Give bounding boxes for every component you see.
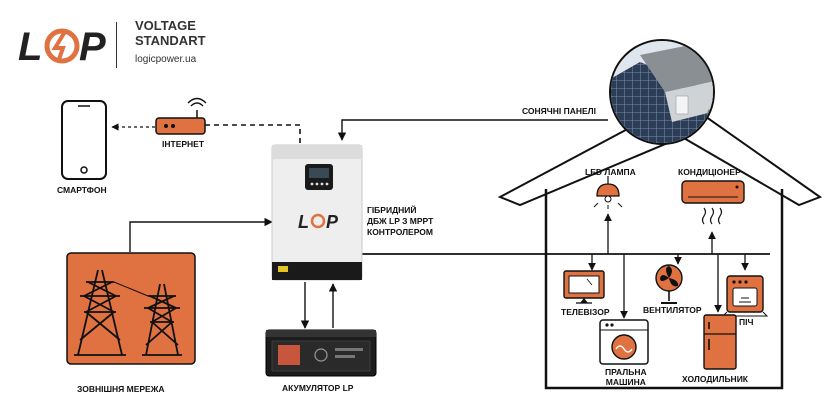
brand-url: logicpower.ua xyxy=(135,54,197,65)
logo: L P xyxy=(18,25,106,69)
label-inverter-line1: ГІБРИДНИЙ xyxy=(367,205,417,215)
brand-name-line2: STANDART xyxy=(135,33,206,48)
tv-icon xyxy=(563,270,605,304)
smartphone-icon xyxy=(61,100,107,180)
label-washer-line1: ПРАЛЬНА xyxy=(605,367,647,377)
inverter-logo: L xyxy=(298,212,309,232)
logo-ring xyxy=(44,28,80,64)
label-external-grid: ЗОВНІШНЯ МЕРЕЖА xyxy=(77,384,165,394)
label-fridge: ХОЛОДИЛЬНИК xyxy=(682,374,748,384)
connections xyxy=(111,119,770,329)
battery-device xyxy=(265,329,377,377)
label-air-conditioner: КОНДИЦІОНЕР xyxy=(678,167,741,177)
air-conditioner-icon xyxy=(681,180,745,225)
fridge-icon xyxy=(703,314,737,370)
label-washer-line2: МАШИНА xyxy=(605,377,646,387)
led-lamp-icon xyxy=(593,176,623,209)
label-internet: ІНТЕРНЕТ xyxy=(162,139,205,149)
brand-name: VOLTAGE STANDART xyxy=(135,18,206,48)
label-stove: ПІЧ xyxy=(739,317,754,327)
external-grid-icon xyxy=(66,252,196,365)
svg-text:P: P xyxy=(326,212,339,232)
fan-icon xyxy=(655,264,683,304)
label-fan: ВЕНТИЛЯТОР xyxy=(643,305,702,315)
label-inverter-line3: КОНТРОЛЕРОМ xyxy=(367,227,433,237)
hybrid-inverter-device: L P xyxy=(271,144,363,281)
logo-bolt-icon xyxy=(51,28,68,63)
brand-divider xyxy=(116,22,117,68)
washing-machine-icon xyxy=(599,319,649,365)
logo-letter-p: P xyxy=(79,25,106,69)
label-led-lamp: LED ЛАМПА xyxy=(585,167,636,177)
label-solar-panels: СОНЯЧНІ ПАНЕЛІ xyxy=(522,106,597,116)
logo-letter-l: L xyxy=(18,25,42,69)
label-inverter-line2: ДБЖ LP З MPPT xyxy=(367,216,434,226)
label-battery: АКУМУЛЯТОР LP xyxy=(282,383,354,393)
brand-name-line1: VOLTAGE xyxy=(135,18,196,33)
label-inverter: ГІБРИДНИЙ ДБЖ LP З MPPT КОНТРОЛЕРОМ xyxy=(367,205,433,238)
router-icon xyxy=(155,97,207,135)
label-tv: ТЕЛЕВІЗОР xyxy=(561,307,610,317)
label-smartphone: СМАРТФОН xyxy=(57,185,107,195)
stove-icon xyxy=(721,275,769,317)
label-washing-machine: ПРАЛЬНА МАШИНА xyxy=(605,367,647,387)
